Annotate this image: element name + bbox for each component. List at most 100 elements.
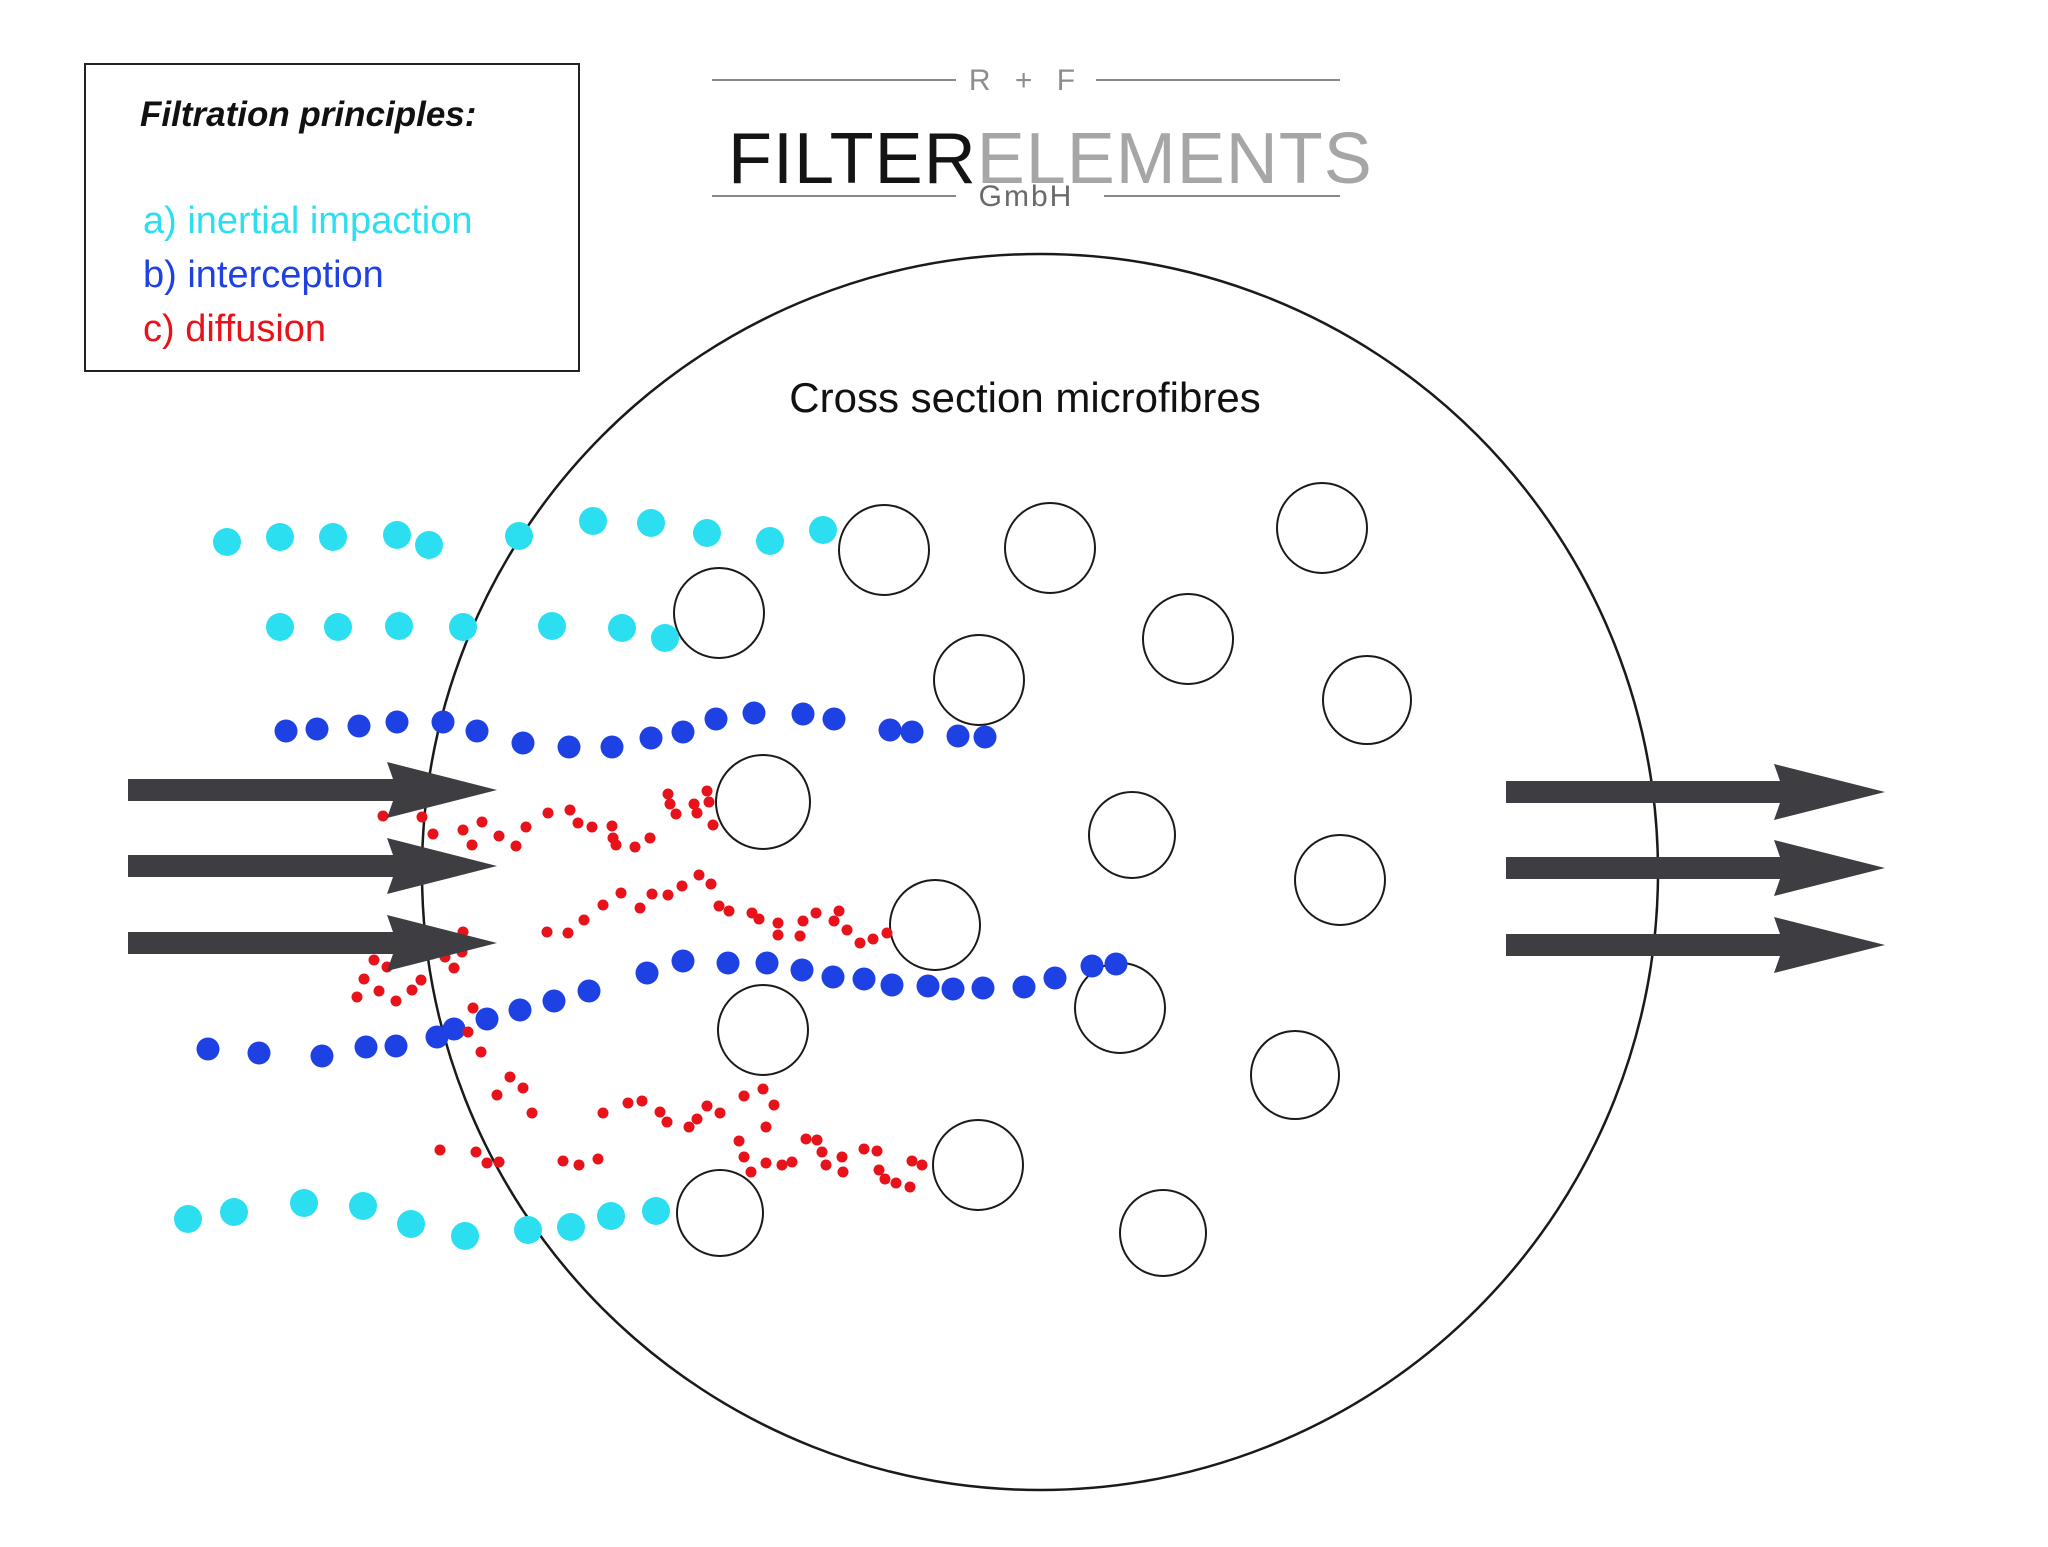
diffusion-particle (564, 804, 576, 816)
inertial-impaction-particle (220, 1198, 248, 1226)
diffusion-particle (493, 1156, 505, 1168)
interception-particle (274, 719, 298, 743)
diffusion-particle (475, 1046, 487, 1058)
fiber-circle (1004, 502, 1096, 594)
inertial-impaction-particle (319, 523, 347, 551)
diffusion-particle (810, 907, 822, 919)
legend-item-inertial-impaction: a) inertial impaction (143, 200, 472, 242)
diffusion-particle (858, 1143, 870, 1155)
diffusion-particle (879, 1173, 891, 1185)
fiber-circle (673, 567, 765, 659)
interception-particle (385, 710, 409, 734)
diffusion-particle (390, 995, 402, 1007)
interception-particle (973, 725, 997, 749)
legend: Filtration principles: a) inertial impac… (84, 63, 580, 372)
diffusion-particle (481, 1157, 493, 1169)
diffusion-particle (562, 927, 574, 939)
inertial-impaction-particle (642, 1197, 670, 1225)
diffusion-particle (760, 1157, 772, 1169)
diffusion-particle (541, 926, 553, 938)
interception-particle (305, 717, 329, 741)
inertial-impaction-particle (608, 614, 636, 642)
airflow-arrows-inlet (128, 762, 497, 971)
diffusion-particle (615, 887, 627, 899)
diffusion-particle (873, 1164, 885, 1176)
diffusion-particle (745, 1166, 757, 1178)
diffusion-particle (634, 902, 646, 914)
diffusion-particle (738, 1151, 750, 1163)
diffusion-particle (644, 832, 656, 844)
diffusion-particle (597, 899, 609, 911)
fiber-circle (1276, 482, 1368, 574)
inertial-impaction-particle (266, 523, 294, 551)
interception-particle (790, 958, 814, 982)
interception-particle (557, 735, 581, 759)
diffusion-particle (757, 1083, 769, 1095)
diffusion-particle (377, 810, 389, 822)
diffusion-particle (691, 1113, 703, 1125)
interception-particle (1012, 975, 1036, 999)
inertial-impaction-particle (397, 1210, 425, 1238)
interception-particle (671, 949, 695, 973)
interception-particle (852, 967, 876, 991)
fiber-circle (715, 754, 811, 850)
fiber-circle (1294, 834, 1386, 926)
inertial-impaction-particle (557, 1213, 585, 1241)
inertial-impaction-trails (174, 507, 837, 1250)
diffusion-particle (586, 821, 598, 833)
diffusion-particle (707, 819, 719, 831)
fiber-circle (717, 984, 809, 1076)
outlet-flow-arrow (1506, 917, 1885, 973)
diffusion-particle (776, 1159, 788, 1171)
diffusion-particle (662, 788, 674, 800)
diffusion-particle (841, 924, 853, 936)
diffusion-particle (415, 974, 427, 986)
legend-title: Filtration principles: (140, 95, 476, 134)
outer-circle (420, 252, 1660, 1492)
diffusion-particle (654, 1106, 666, 1118)
diffusion-particle (636, 1095, 648, 1107)
diffusion-particle (462, 1026, 474, 1038)
interception-particle (511, 731, 535, 755)
diffusion-particle (760, 1121, 772, 1133)
interception-particle (791, 702, 815, 726)
inertial-impaction-particle (213, 528, 241, 556)
inertial-impaction-particle (756, 527, 784, 555)
fiber-circle (1322, 655, 1412, 745)
diffusion-particle (470, 1146, 482, 1158)
diffusion-particle (520, 821, 532, 833)
diffusion-particle (557, 1155, 569, 1167)
fiber-circle (1088, 791, 1176, 879)
diffusion-particle (816, 1146, 828, 1158)
inertial-impaction-particle (324, 613, 352, 641)
inertial-impaction-particle (451, 1222, 479, 1250)
diffusion-particle (854, 937, 866, 949)
diffusion-particle (573, 1159, 585, 1171)
diffusion-particle (753, 913, 765, 925)
diffusion-particle (811, 1134, 823, 1146)
logo-wordmark: FILTERELEMENTS (728, 119, 1373, 199)
diffusion-particle (578, 914, 590, 926)
inertial-impaction-particle (349, 1192, 377, 1220)
diffusion-particle (833, 905, 845, 917)
diffusion-particle (916, 1159, 928, 1171)
fiber-circles (673, 482, 1412, 1277)
inertial-impaction-particle (266, 613, 294, 641)
interception-particle (822, 707, 846, 731)
diffusion-trails (351, 785, 928, 1193)
interception-particle (347, 714, 371, 738)
interception-particle (1104, 952, 1128, 976)
fiber-circle (889, 879, 981, 971)
interception-particle (971, 976, 995, 1000)
logo-wordmark-elements: ELEMENTS (977, 119, 1373, 199)
interception-particle (431, 710, 455, 734)
interception-particle (946, 724, 970, 748)
interception-particle (639, 726, 663, 750)
interception-particle (354, 1035, 378, 1059)
interception-particle (442, 1017, 466, 1041)
diffusion-particle (622, 1097, 634, 1109)
diffusion-particle (448, 962, 460, 974)
diffusion-particle (890, 1177, 902, 1189)
diffusion-particle (768, 1099, 780, 1111)
